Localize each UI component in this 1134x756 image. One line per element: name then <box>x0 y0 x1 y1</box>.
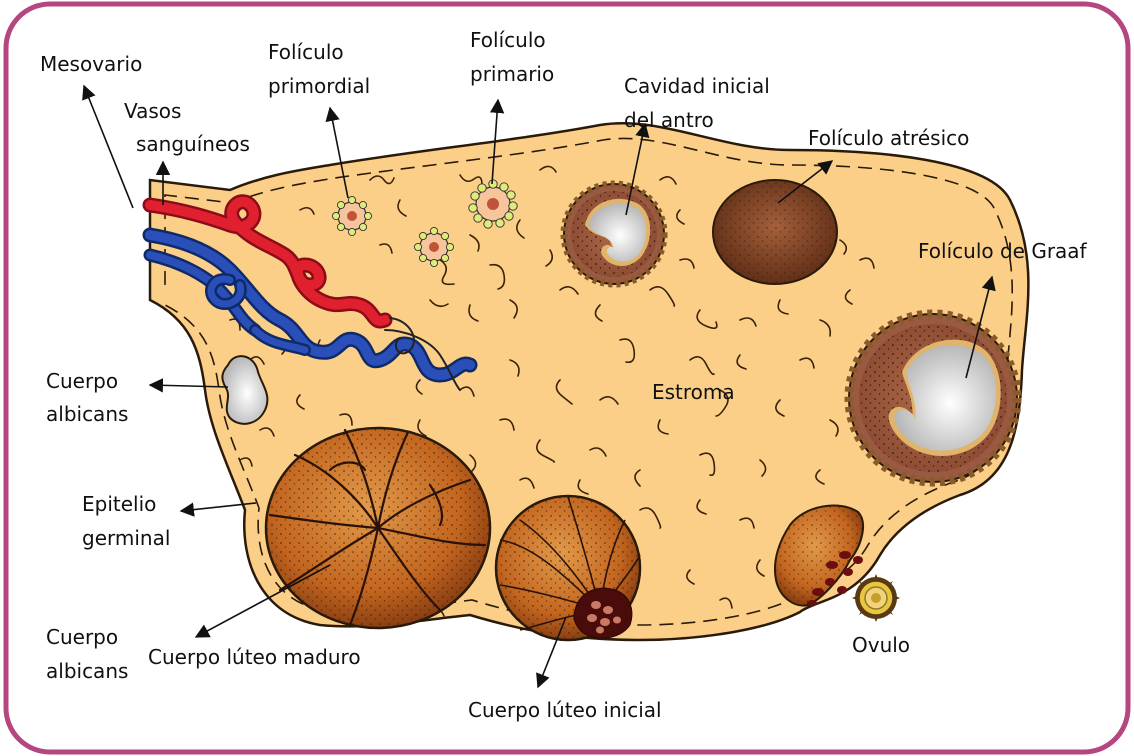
label-graaf: Folículo de Graaf <box>918 239 1088 263</box>
label-primordial-line2: primordial <box>268 74 370 98</box>
primordial-follicle-2 <box>414 227 453 266</box>
primordial-follicle <box>332 196 371 235</box>
label-cavidad-line2: del antro <box>624 108 714 132</box>
label-ovulo: Ovulo <box>852 633 910 657</box>
label-primario-line1: Folículo <box>470 28 546 52</box>
ovum <box>852 574 900 622</box>
label-luteo-inicial: Cuerpo lúteo inicial <box>468 698 662 722</box>
label-vasos-line1: Vasos <box>124 99 181 123</box>
label-luteo-maduro: Cuerpo lúteo maduro <box>148 645 361 669</box>
label-primario-line2: primario <box>470 62 554 86</box>
label-estroma: Estroma <box>652 380 735 404</box>
label-primordial-line1: Folículo <box>268 40 344 64</box>
graafian-follicle <box>849 314 1017 482</box>
label-atresico: Folículo atrésico <box>808 126 969 150</box>
label-albicans-top-line2: albicans <box>46 402 128 426</box>
early-antral-follicle <box>564 184 664 284</box>
mature-corpus-luteum <box>266 428 490 628</box>
label-epitelio-line1: Epitelio <box>82 492 156 516</box>
label-cavidad-line1: Cavidad inicial <box>624 74 770 98</box>
label-vasos-line2: sanguíneos <box>136 132 250 156</box>
label-albicans-bottom-line2: albicans <box>46 659 128 683</box>
label-albicans-bottom-line1: Cuerpo <box>46 625 118 649</box>
label-mesovario: Mesovario <box>40 52 142 76</box>
atretic-follicle <box>713 180 837 284</box>
label-albicans-top-line1: Cuerpo <box>46 369 118 393</box>
early-corpus-luteum <box>496 496 640 640</box>
label-epitelio-line2: germinal <box>82 526 170 550</box>
